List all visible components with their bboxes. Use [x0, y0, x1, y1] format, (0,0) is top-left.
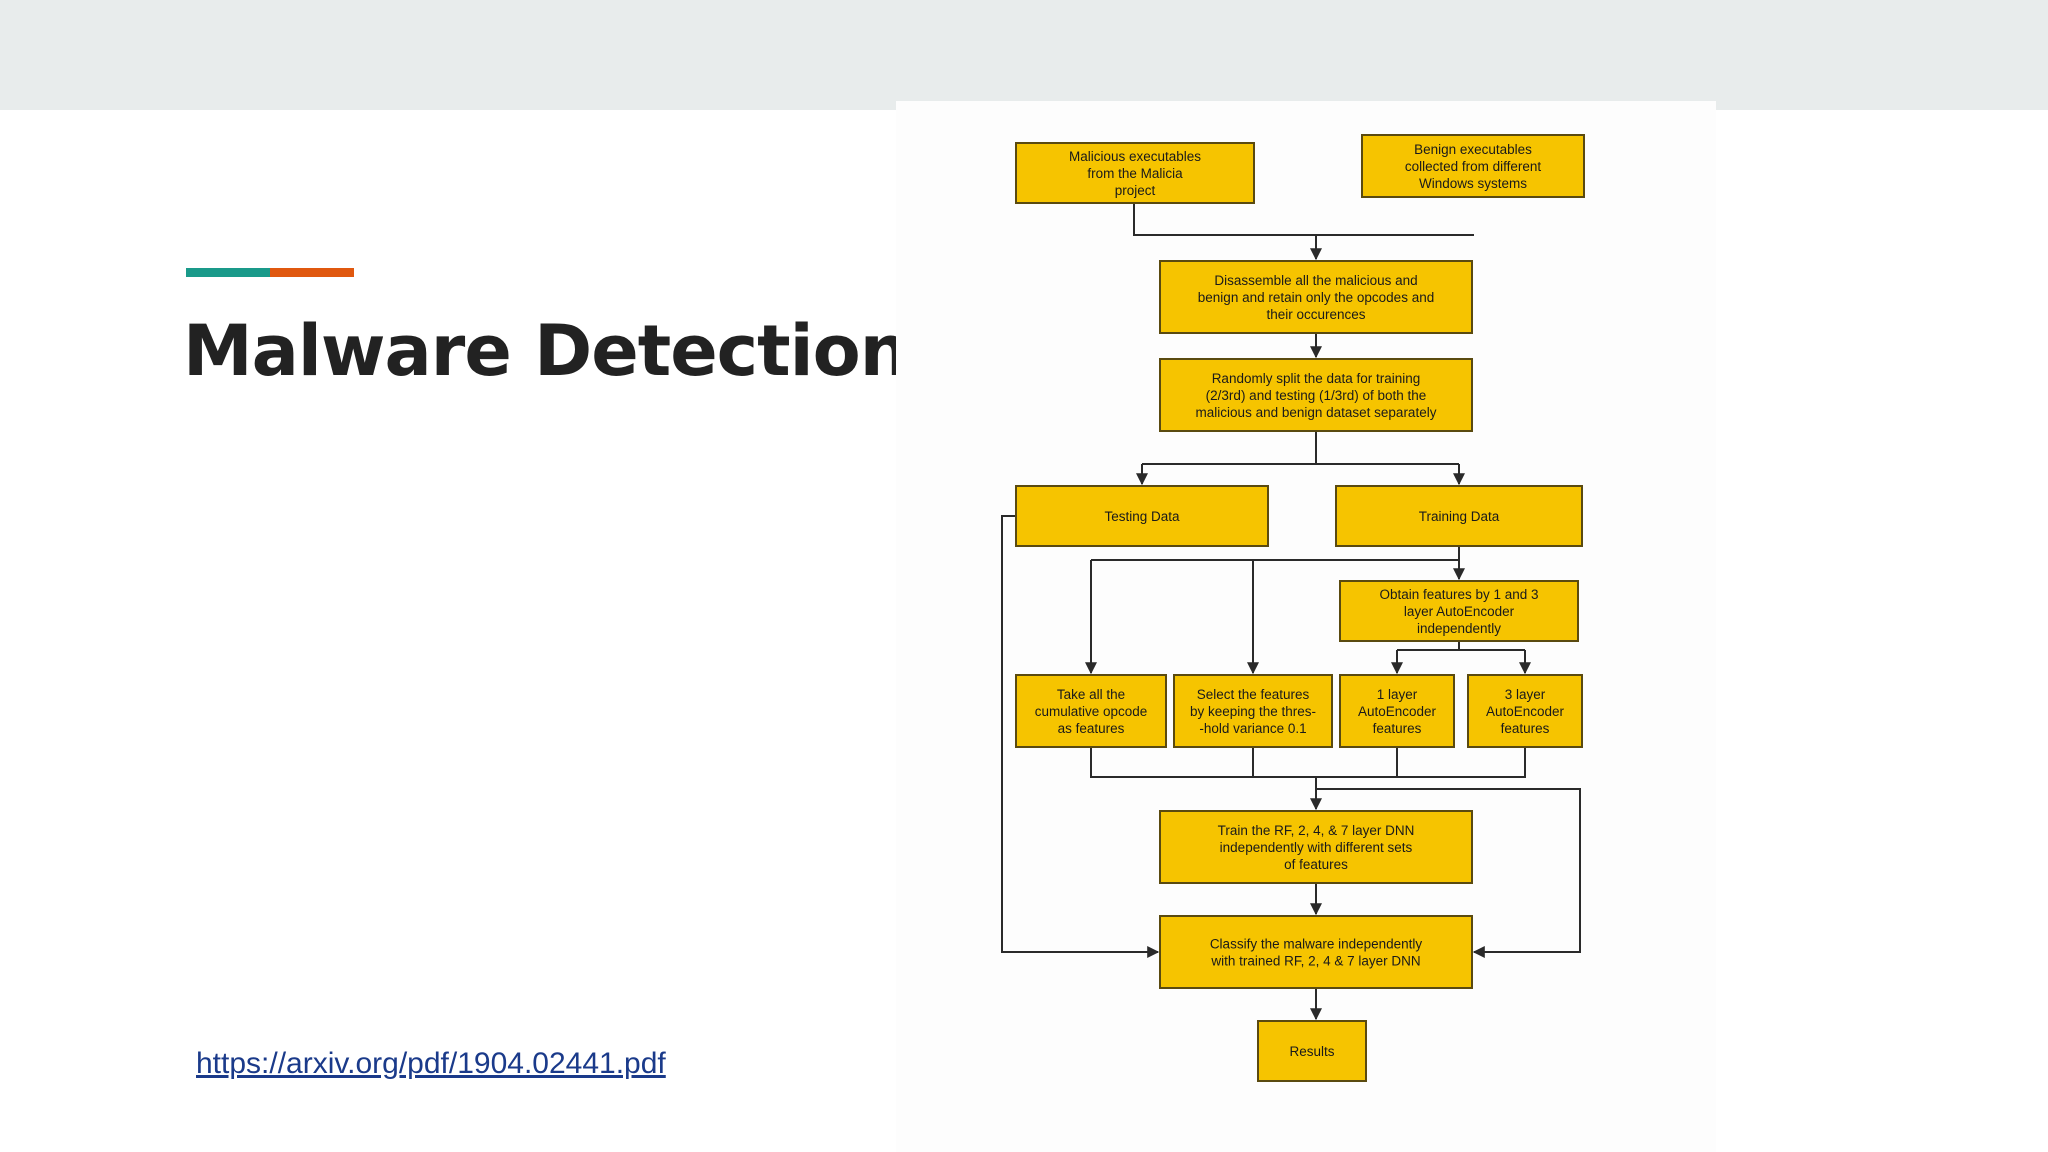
node-label-malicious: Malicious executables: [1069, 149, 1201, 164]
node-benign: Benign executables collected from differe…: [1361, 134, 1585, 198]
flowchart: Malicious executables from the Malicia pro…: [1001, 134, 1585, 1082]
node-cumulative: Take all the cumulative opcode as features: [1015, 674, 1167, 748]
node-autoencoder: Obtain features by 1 and 3 layer AutoEnco…: [1339, 580, 1579, 642]
node-label-variance: Select the features: [1197, 687, 1310, 702]
node-box-training: [1335, 485, 1583, 547]
node-disassemble: Disassemble all the malicious and benign …: [1159, 260, 1473, 334]
node-label-cumulative: cumulative opcode: [1035, 704, 1148, 719]
node-box-train: [1159, 810, 1473, 884]
node-label-split: (2/3rd) and testing (1/3rd) of both the: [1206, 388, 1427, 403]
node-label-ae3: AutoEncoder: [1486, 704, 1565, 719]
node-label-cumulative: as features: [1058, 721, 1125, 736]
node-results: Results: [1257, 1020, 1367, 1082]
node-box-split: [1159, 358, 1473, 432]
node-label-train: independently with different sets: [1220, 840, 1413, 855]
node-testing: Testing Data: [1015, 485, 1269, 547]
node-label-ae1: AutoEncoder: [1358, 704, 1437, 719]
node-box-cumulative: [1015, 674, 1167, 748]
flowchart-edges: [1001, 203, 1581, 1021]
node-label-disassemble: Disassemble all the malicious and: [1214, 273, 1417, 288]
node-label-autoencoder: independently: [1417, 621, 1501, 636]
node-malicious: Malicious executables from the Malicia pro…: [1015, 142, 1255, 204]
node-label-variance: -hold variance 0.1: [1199, 721, 1306, 736]
node-label-autoencoder: Obtain features by 1 and 3: [1379, 587, 1538, 602]
node-box-malicious: [1015, 142, 1255, 204]
node-label-benign: Windows systems: [1419, 176, 1527, 191]
node-box-variance: [1173, 674, 1333, 748]
node-label-split: Randomly split the data for training: [1212, 371, 1421, 386]
node-label-ae3: features: [1501, 721, 1550, 736]
node-box-results: [1257, 1020, 1367, 1082]
edge-features-bar: [1090, 747, 1526, 778]
paper-link[interactable]: https://arxiv.org/pdf/1904.02441.pdf: [196, 1047, 666, 1080]
node-box-ae3: [1467, 674, 1583, 748]
node-label-results: Results: [1289, 1044, 1334, 1059]
node-label-ae1: 1 layer: [1377, 687, 1418, 702]
node-variance: Select the features by keeping the thres-…: [1173, 674, 1333, 748]
node-box-ae1: [1339, 674, 1455, 748]
accent-bar-orange: [270, 268, 354, 277]
node-label-cumulative: Take all the: [1057, 687, 1125, 702]
node-label-disassemble: their occurences: [1266, 307, 1365, 322]
node-box-testing: [1015, 485, 1269, 547]
node-label-testing: Testing Data: [1104, 509, 1180, 524]
node-label-autoencoder: layer AutoEncoder: [1404, 604, 1515, 619]
node-box-classify: [1159, 915, 1473, 989]
node-label-train: of features: [1284, 857, 1348, 872]
flowchart-panel: Malicious executables from the Malicia pro…: [896, 101, 1716, 1152]
slide-title: Malware Detection: [183, 310, 910, 392]
node-label-training: Training Data: [1419, 509, 1500, 524]
node-label-ae1: features: [1373, 721, 1422, 736]
node-label-benign: collected from different: [1405, 159, 1542, 174]
edge-testing-classify: [1001, 515, 1160, 958]
node-label-ae3: 3 layer: [1505, 687, 1546, 702]
node-label-variance: by keeping the thres-: [1190, 704, 1316, 719]
node-label-benign: Benign executables: [1414, 142, 1532, 157]
edge-right-classify: [1316, 788, 1581, 958]
node-split: Randomly split the data for training (2/3…: [1159, 358, 1473, 432]
node-training: Training Data: [1335, 485, 1583, 547]
node-box-autoencoder: [1339, 580, 1579, 642]
node-label-split: malicious and benign dataset separately: [1196, 405, 1437, 420]
node-label-classify: with trained RF, 2, 4 & 7 layer DNN: [1210, 954, 1420, 969]
edge-malicious-join: [1133, 203, 1474, 236]
node-label-disassemble: benign and retain only the opcodes and: [1198, 290, 1434, 305]
node-label-malicious: from the Malicia: [1087, 166, 1183, 181]
node-classify: Classify the malware independently with t…: [1159, 915, 1473, 989]
node-box-disassemble: [1159, 260, 1473, 334]
node-label-classify: Classify the malware independently: [1210, 937, 1423, 952]
accent-bar-teal: [186, 268, 270, 277]
node-train: Train the RF, 2, 4, & 7 layer DNN indepen…: [1159, 810, 1473, 884]
node-label-train: Train the RF, 2, 4, & 7 layer DNN: [1218, 823, 1415, 838]
node-label-malicious: project: [1115, 183, 1156, 198]
node-box-benign: [1361, 134, 1585, 198]
flowchart-nodes: Malicious executables from the Malicia pro…: [1015, 134, 1585, 1082]
top-band: [0, 0, 2048, 110]
